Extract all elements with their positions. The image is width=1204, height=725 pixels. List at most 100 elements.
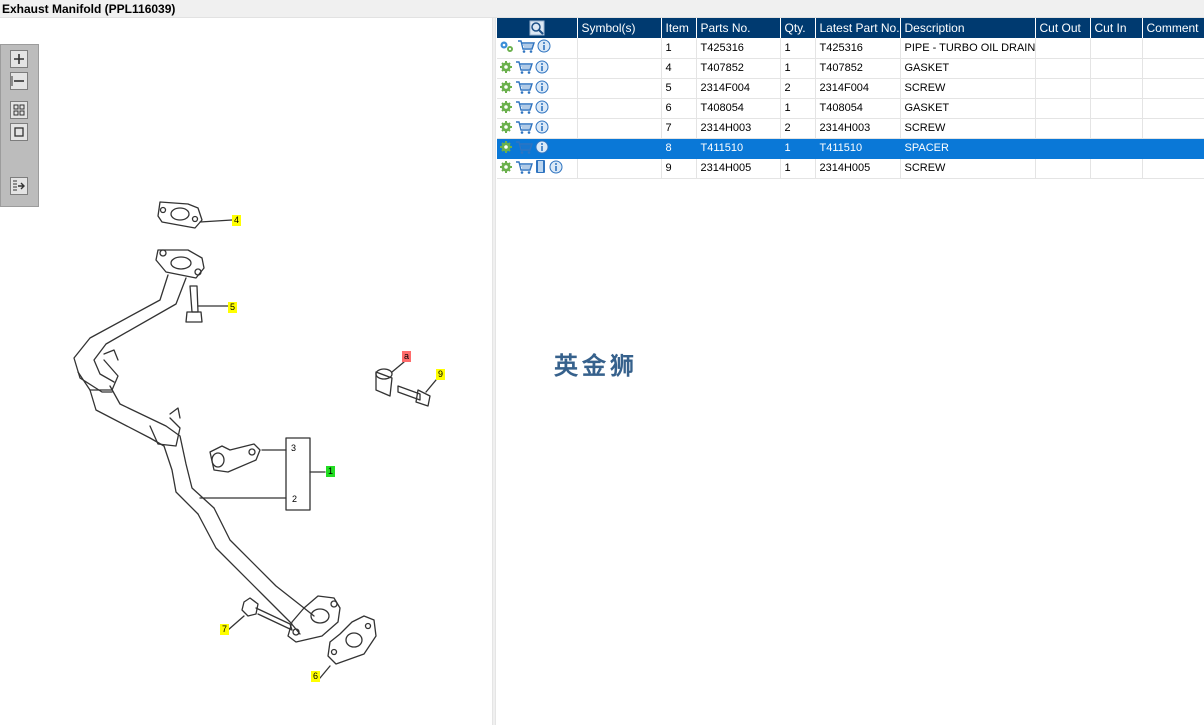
cell-parts-no: 2314H005 xyxy=(696,158,781,179)
gear-icon[interactable] xyxy=(499,140,513,157)
row-actions xyxy=(497,118,578,139)
cart-icon[interactable] xyxy=(517,39,535,56)
column-header-actions[interactable] xyxy=(497,18,578,38)
row-actions xyxy=(497,98,578,119)
info-icon[interactable] xyxy=(535,120,549,137)
magnifier-icon xyxy=(529,20,545,36)
info-icon[interactable] xyxy=(535,60,549,77)
cart-icon[interactable] xyxy=(515,100,533,117)
callout-5[interactable]: 5 xyxy=(228,302,237,313)
book-icon[interactable] xyxy=(535,159,547,178)
gears-icon[interactable] xyxy=(499,39,515,56)
pipe-middle xyxy=(89,389,199,515)
cell-parts-no: T408054 xyxy=(696,98,781,119)
row-actions xyxy=(497,38,578,59)
info-icon[interactable] xyxy=(535,140,549,157)
cell-symbols xyxy=(577,138,662,159)
watermark-text: 英金狮 xyxy=(554,352,638,380)
cell-comment xyxy=(1142,118,1204,139)
gear-icon[interactable] xyxy=(499,100,513,117)
zoom-out-button[interactable] xyxy=(10,72,28,90)
cell-symbols xyxy=(577,98,662,119)
cell-parts-no: T425316 xyxy=(696,38,781,59)
cart-icon[interactable] xyxy=(515,120,533,137)
column-header-qty[interactable]: Qty. xyxy=(780,18,816,38)
cell-qty: 1 xyxy=(780,158,816,179)
cell-latest-part-no: T407852 xyxy=(815,58,901,79)
cell-comment xyxy=(1142,38,1204,59)
expand-pane-button[interactable] xyxy=(10,177,28,195)
cell-latest-part-no: 2314H003 xyxy=(815,118,901,139)
screw-9 xyxy=(397,385,421,401)
gear-icon[interactable] xyxy=(499,60,513,77)
info-icon[interactable] xyxy=(535,80,549,97)
label-2: 2 xyxy=(292,494,298,504)
cell-item: 5 xyxy=(661,78,697,99)
cell-latest-part-no: 2314H005 xyxy=(815,158,901,179)
gasket-bottom xyxy=(327,615,377,665)
column-header-description[interactable]: Description xyxy=(900,18,1036,38)
cell-description: SCREW xyxy=(900,118,1036,139)
cell-cut-in xyxy=(1090,98,1143,119)
window-title: Exhaust Manifold (PPL116039) xyxy=(2,2,176,16)
cart-icon[interactable] xyxy=(515,60,533,77)
spacer xyxy=(375,371,393,397)
row-actions xyxy=(497,158,578,179)
table-header-row: Symbol(s) Item Parts No. Qty. Latest Par… xyxy=(497,18,1204,38)
cell-qty: 1 xyxy=(780,98,816,119)
column-header-comment[interactable]: Comment xyxy=(1142,18,1204,38)
cell-symbols xyxy=(577,158,662,179)
cell-cut-out xyxy=(1035,138,1091,159)
column-header-symbols[interactable]: Symbol(s) xyxy=(577,18,662,38)
parts-list-pane: Symbol(s) Item Parts No. Qty. Latest Par… xyxy=(497,18,1204,725)
callout-4[interactable]: 4 xyxy=(232,215,241,226)
column-header-cut-out[interactable]: Cut Out xyxy=(1035,18,1091,38)
callout-1[interactable]: 1 xyxy=(326,466,335,477)
actual-size-button[interactable] xyxy=(10,123,28,141)
cell-qty: 1 xyxy=(780,138,816,159)
pipe-top-flange xyxy=(155,249,205,279)
zoom-in-button[interactable] xyxy=(10,50,28,68)
diagram-pane[interactable]: 4 5 a 9 3 1 2 7 6 xyxy=(0,18,492,725)
cell-symbols xyxy=(577,38,662,59)
pipe-upper xyxy=(73,274,169,393)
callout-9[interactable]: 9 xyxy=(436,369,445,380)
gear-icon[interactable] xyxy=(499,120,513,137)
callout-7[interactable]: 7 xyxy=(220,624,229,635)
gear-icon[interactable] xyxy=(499,160,513,177)
cell-item: 4 xyxy=(661,58,697,79)
row-actions xyxy=(497,138,578,159)
info-icon[interactable] xyxy=(549,160,563,177)
cart-icon[interactable] xyxy=(515,160,533,177)
cell-item: 8 xyxy=(661,138,697,159)
pane-splitter[interactable] xyxy=(492,18,496,725)
cell-cut-in xyxy=(1090,158,1143,179)
column-header-cut-in[interactable]: Cut In xyxy=(1090,18,1143,38)
cell-item: 7 xyxy=(661,118,697,139)
info-icon[interactable] xyxy=(537,39,551,56)
cart-icon[interactable] xyxy=(515,80,533,97)
cell-cut-in xyxy=(1090,58,1143,79)
info-icon[interactable] xyxy=(535,100,549,117)
cell-symbols xyxy=(577,58,662,79)
square-icon xyxy=(14,127,24,137)
cell-comment xyxy=(1142,78,1204,99)
cell-item: 6 xyxy=(661,98,697,119)
column-header-item[interactable]: Item xyxy=(661,18,697,38)
plus-icon xyxy=(14,54,24,64)
column-header-parts-no[interactable]: Parts No. xyxy=(696,18,781,38)
callout-6[interactable]: 6 xyxy=(311,671,320,682)
cell-parts-no: 2314H003 xyxy=(696,118,781,139)
column-header-latest-part-no[interactable]: Latest Part No. xyxy=(815,18,901,38)
gear-icon[interactable] xyxy=(499,80,513,97)
callout-a[interactable]: a xyxy=(402,351,411,362)
cart-icon[interactable] xyxy=(515,140,533,157)
fit-view-button[interactable] xyxy=(10,101,28,119)
